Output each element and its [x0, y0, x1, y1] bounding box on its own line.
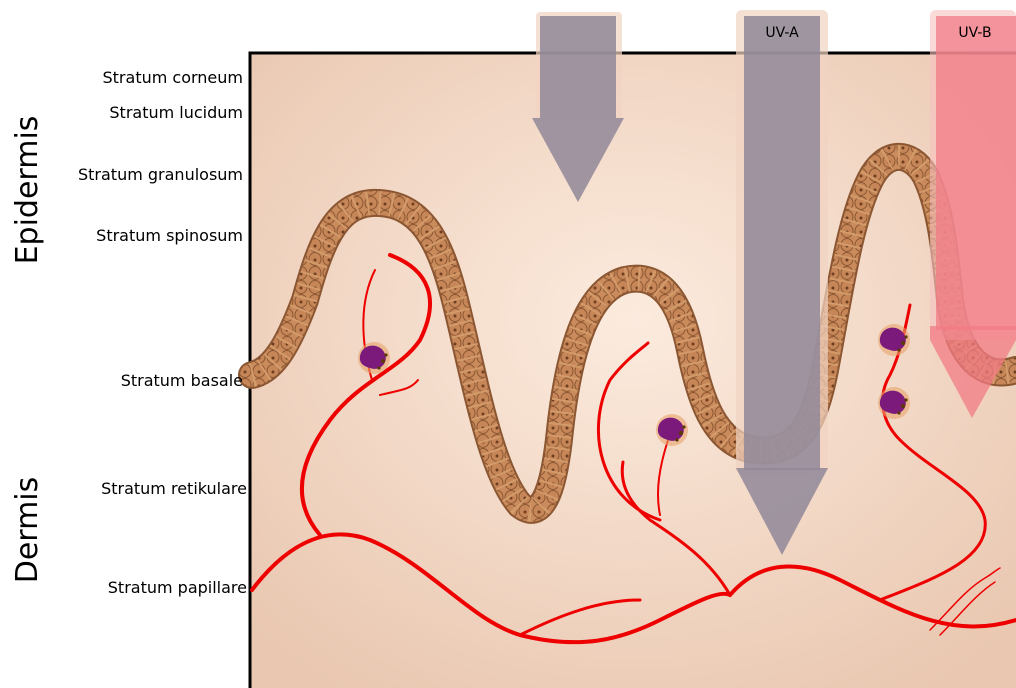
layer-label: Stratum corneum [103, 68, 244, 87]
dermis-label: Dermis [10, 477, 45, 584]
layer-label: Stratum basale [121, 371, 243, 390]
layer-label: Stratum spinosum [96, 226, 243, 245]
layer-label: Stratum retikulare [101, 479, 247, 498]
uva-arrow: UV-A [736, 10, 828, 555]
uvb-arrow: UV-B [930, 10, 1016, 418]
layer-label: Stratum papillare [108, 578, 247, 597]
melanocyte [878, 324, 910, 356]
melanocyte [358, 342, 390, 374]
epidermis-label: Epidermis [10, 116, 45, 265]
melanocyte [878, 387, 910, 419]
melanocyte [656, 414, 688, 446]
layer-label: Stratum lucidum [109, 103, 243, 122]
uvb-arrow-label: UV-B [958, 25, 991, 41]
layer-label: Stratum granulosum [78, 165, 243, 184]
uva-arrow-label: UV-A [765, 25, 799, 41]
layer-labels: Stratum corneum Stratum lucidum Stratum … [78, 68, 247, 597]
